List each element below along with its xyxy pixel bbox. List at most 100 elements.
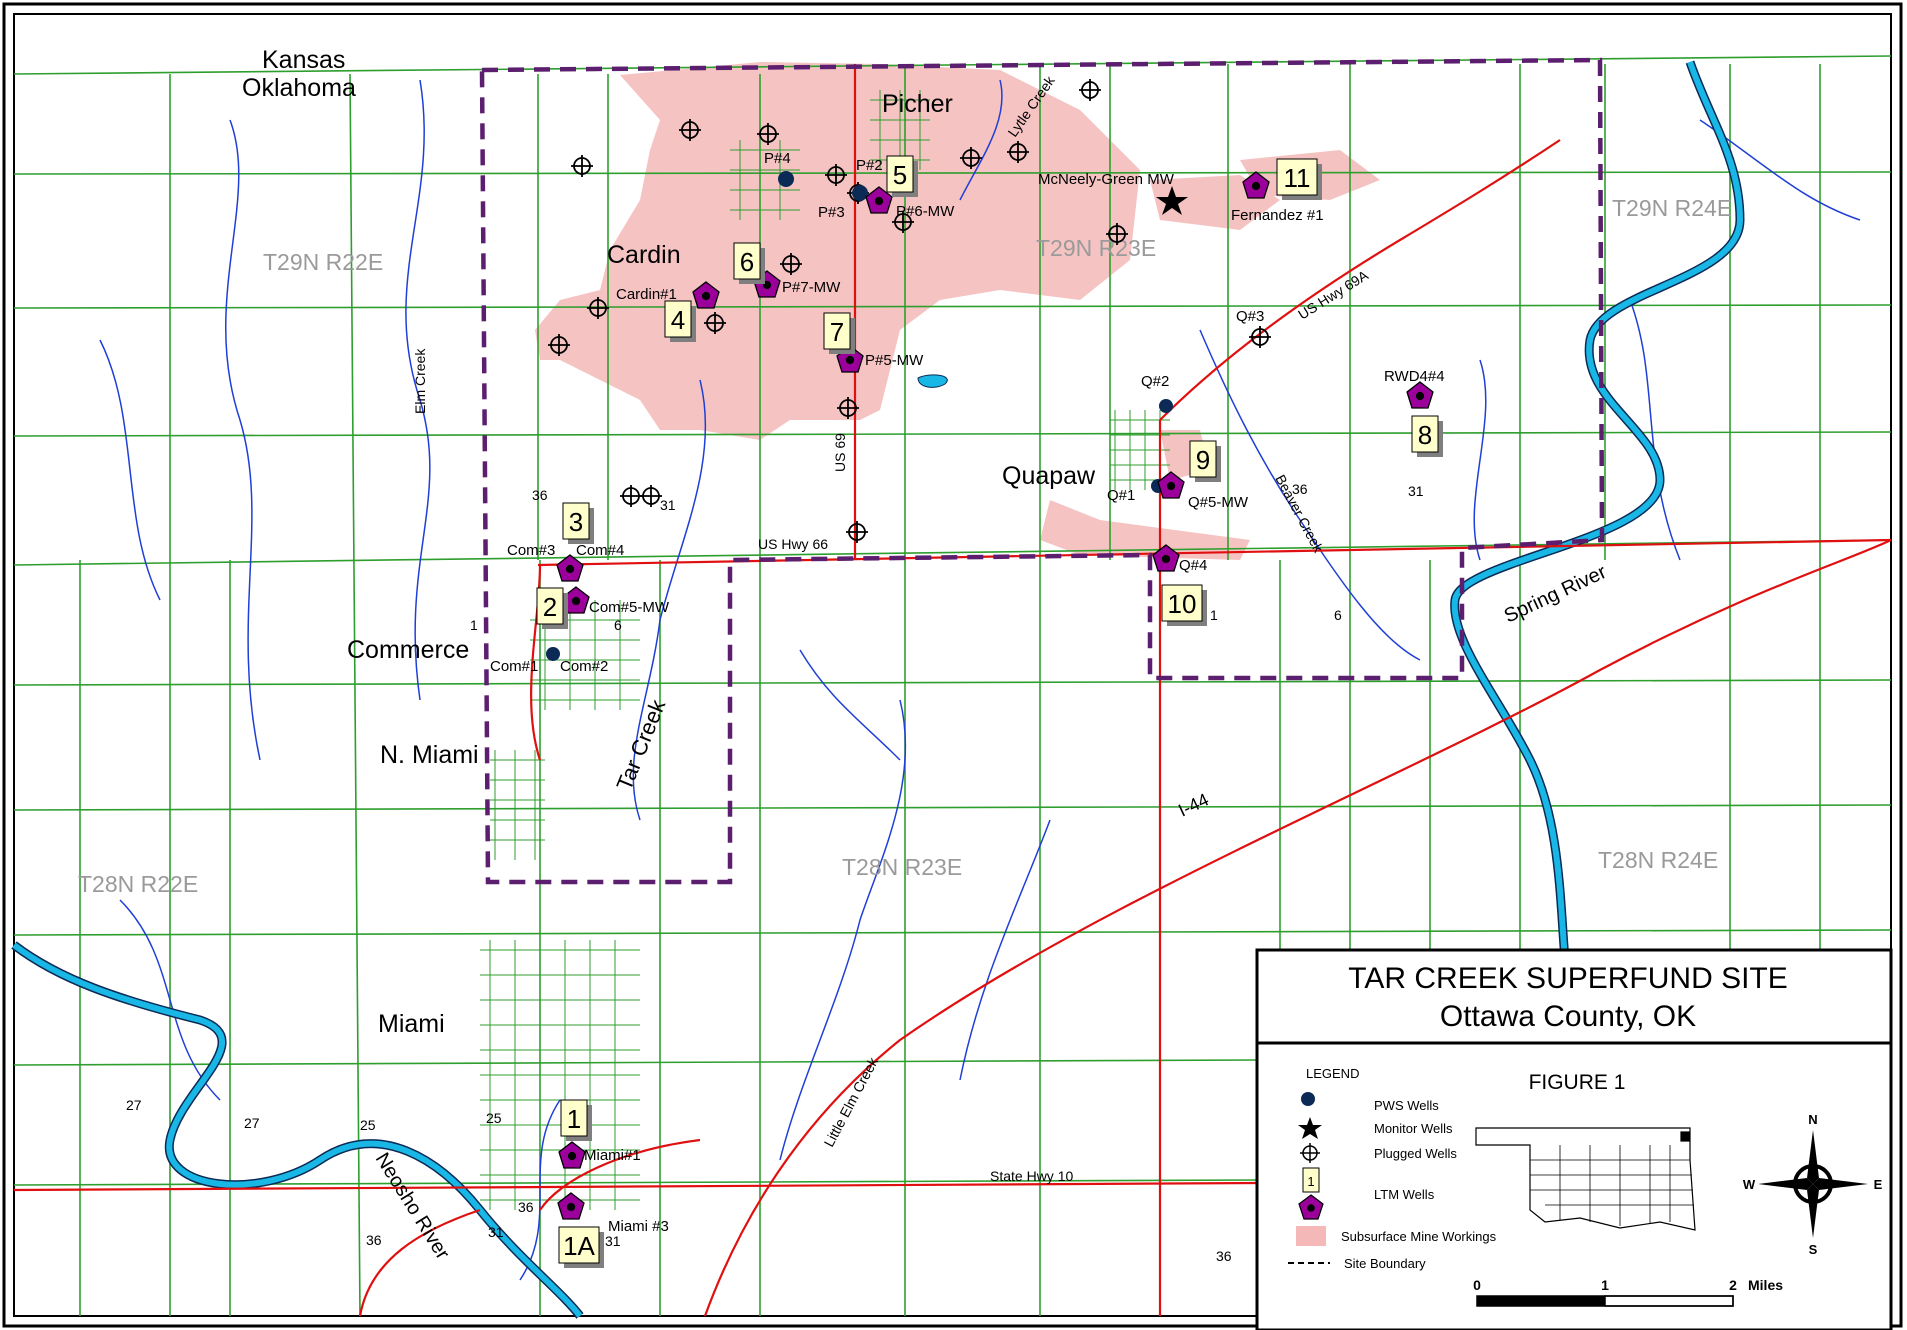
monitor-well-star-icon	[1298, 1117, 1322, 1139]
elm-creek-label: Elm Creek	[412, 348, 428, 414]
ltm-well-icon	[557, 1192, 585, 1220]
well-label: Q#3	[1236, 308, 1264, 325]
plugged-well-icon	[892, 211, 914, 233]
well-label: Com#1	[490, 658, 538, 675]
monitor-well-star-icon	[1156, 186, 1188, 215]
ltm-box-8: 8	[1411, 415, 1443, 457]
well-label: P#6-MW	[896, 203, 955, 220]
scale-label: 2	[1729, 1277, 1737, 1293]
ltm-box-11: 11	[1276, 158, 1322, 200]
ltm-well-icon	[1242, 171, 1270, 199]
ltm-box-1: 1	[560, 1099, 592, 1141]
well-label: P#2	[856, 157, 883, 174]
ltm-well-icon	[1406, 381, 1434, 409]
section-number: 27	[244, 1115, 260, 1131]
plugged-well-icon	[587, 297, 609, 319]
ltm-box-1a: 1A	[558, 1226, 604, 1268]
ltm-number: 7	[830, 317, 844, 347]
section-number: 6	[614, 617, 622, 633]
plugged-well-icon	[757, 123, 779, 145]
township-t28n-r22e: T28N R22E	[78, 871, 198, 897]
ltm-box-10: 10	[1161, 584, 1207, 626]
plugged-well-icon	[960, 147, 982, 169]
well-label: Q#2	[1141, 373, 1169, 390]
plugged-wells	[548, 79, 1271, 543]
plugged-well-crosshair-icon	[1300, 1143, 1320, 1163]
section-number: 31	[605, 1233, 621, 1249]
well-label: Q#1	[1107, 487, 1135, 504]
township-t28n-r23e: T28N R23E	[842, 854, 962, 880]
plugged-well-icon	[1079, 79, 1101, 101]
ltm-number: 1	[567, 1104, 581, 1134]
section-numbers: 36 31 36 31 1 6 1 6 27 27 25 25 36 31 36…	[126, 481, 1424, 1264]
ltm-number: 8	[1418, 420, 1432, 450]
legend-item-label: PWS Wells	[1374, 1098, 1439, 1113]
legend-panel: TAR CREEK SUPERFUND SITE Ottawa County, …	[1255, 948, 1893, 1330]
ltm-number: 10	[1168, 589, 1197, 619]
legend-item-label: LTM Wells	[1374, 1187, 1435, 1202]
picher-label: Picher	[882, 90, 953, 118]
section-number: 31	[660, 497, 676, 513]
town-street-grids	[480, 90, 1170, 1210]
well-labels: P#4 P#2 P#3 P#6-MW P#7-MW P#5-MW Cardin#…	[490, 150, 1445, 1235]
well-label: P#5-MW	[865, 352, 924, 369]
well-label: McNeely-Green MW	[1038, 171, 1175, 188]
compass-n-label: N	[1808, 1112, 1817, 1127]
ltm-number: 3	[569, 507, 583, 537]
well-label: P#4	[764, 150, 791, 167]
well-label: Com#3	[507, 542, 555, 559]
township-t29n-r22e: T29N R22E	[263, 249, 383, 275]
section-number: 25	[486, 1110, 502, 1126]
well-label: Miami #3	[608, 1218, 669, 1235]
legend-item-label: Subsurface Mine Workings	[1341, 1229, 1497, 1244]
scale-bar: 0 1 2 Miles	[1473, 1277, 1783, 1307]
section-number: 27	[126, 1097, 142, 1113]
plugged-well-icon	[1106, 223, 1128, 245]
ltm-well-icon	[556, 554, 584, 582]
section-number: 36	[532, 487, 548, 503]
section-number: 36	[1292, 481, 1308, 497]
place-labels: Kansas Oklahoma Picher Cardin Quapaw Com…	[242, 46, 1096, 1038]
miami-label: Miami	[378, 1010, 445, 1038]
ltm-number: 5	[893, 160, 907, 190]
ltm-box-4: 4	[664, 300, 696, 342]
township-labels: T29N R22E T29N R23E T29N R24E T28N R22E …	[78, 195, 1732, 897]
quapaw-label: Quapaw	[1002, 462, 1096, 490]
well-label: RWD4#4	[1384, 368, 1445, 385]
ltm-well-pentagon-icon	[1298, 1194, 1324, 1220]
section-number: 36	[518, 1199, 534, 1215]
ltm-number: 9	[1196, 445, 1210, 475]
oklahoma-locator-icon	[1475, 1127, 1696, 1231]
us-hwy-66-label: US Hwy 66	[758, 536, 828, 552]
plugged-well-icon	[620, 485, 642, 507]
well-label: Com#2	[560, 658, 608, 675]
figure-label: FIGURE 1	[1529, 1071, 1626, 1094]
section-number: 1	[470, 617, 478, 633]
plugged-well-icon	[679, 119, 701, 141]
plugged-well-icon	[825, 164, 847, 186]
ltm-number-boxes: 1 1A 2 3 4 5 6 7 8 9 10 11	[536, 155, 1443, 1268]
map-title: TAR CREEK SUPERFUND SITE	[1348, 962, 1788, 995]
pws-well-icon	[778, 171, 794, 187]
well-label: Com#5-MW	[589, 599, 670, 616]
n-miami-label: N. Miami	[380, 741, 479, 769]
kansas-label: Kansas	[262, 46, 345, 74]
rivers	[11, 60, 1745, 1319]
ltm-well-icon	[692, 281, 720, 309]
ltm-well-icon	[1157, 471, 1185, 499]
ltm-well-icon	[1152, 544, 1180, 572]
compass-e-label: E	[1874, 1177, 1883, 1192]
oklahoma-label: Oklahoma	[242, 74, 356, 102]
ltm-box-7: 7	[823, 312, 855, 354]
scale-label: 1	[1601, 1277, 1609, 1293]
legend-item-label: Site Boundary	[1344, 1256, 1426, 1271]
legend-item-label: Plugged Wells	[1374, 1146, 1457, 1161]
site-boundary	[479, 57, 1605, 885]
ltm-wells	[556, 171, 1434, 1220]
plugged-well-icon	[1249, 326, 1271, 348]
township-t28n-r24e: T28N R24E	[1598, 847, 1718, 873]
section-number: 31	[488, 1224, 504, 1240]
state-hwy-10-label: State Hwy 10	[990, 1168, 1073, 1184]
pws-well-icon	[1159, 399, 1173, 413]
